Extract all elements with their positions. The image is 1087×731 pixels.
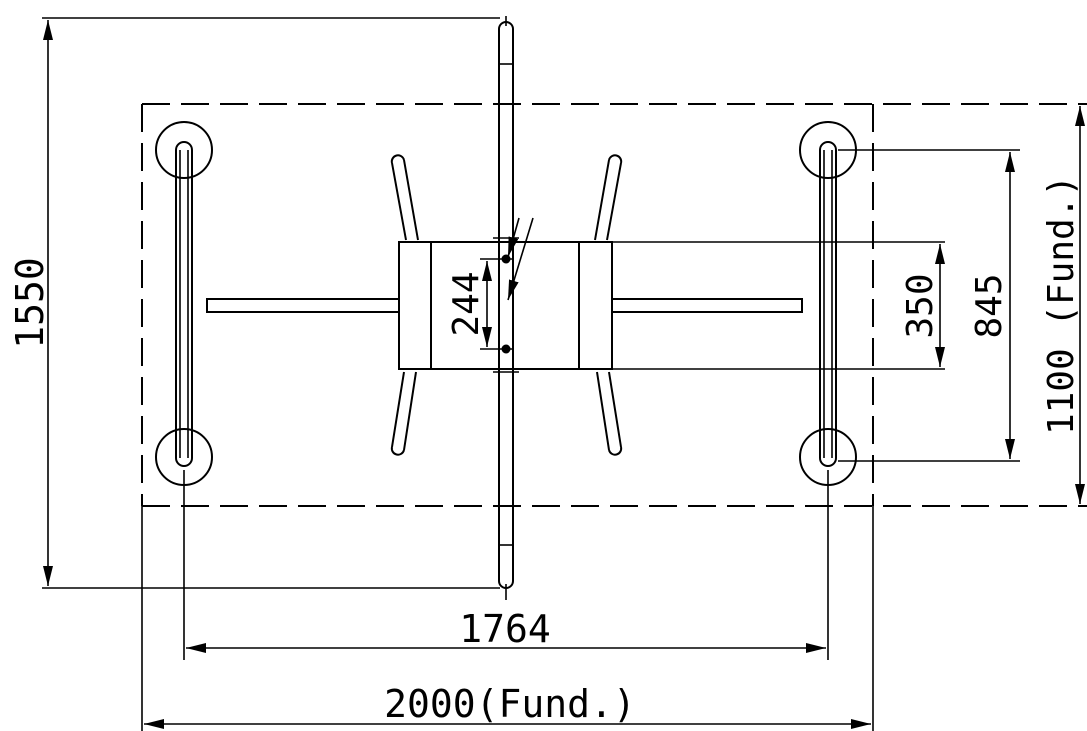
- foundation-outline: [141, 103, 1087, 507]
- diagonal-rotor-arms: [390, 154, 623, 456]
- dimension-total-height: 1550: [8, 20, 53, 586]
- central-housing: [398, 237, 613, 373]
- horizontal-rotor-arms: [206, 298, 803, 313]
- dimension-foundation-width: 2000(Fund.): [144, 682, 871, 729]
- dim-label-1550: 1550: [8, 257, 52, 349]
- right-handrail: [799, 121, 857, 486]
- dim-label-350: 350: [900, 273, 941, 338]
- dimension-foundation-depth: 1100 (Fund.): [1041, 106, 1085, 504]
- left-handrail: [155, 121, 213, 486]
- dimension-housing-width: 350: [900, 244, 945, 367]
- dim-label-2000: 2000(Fund.): [384, 682, 636, 726]
- extension-lines: [42, 17, 1020, 731]
- dimension-post-spacing-horizontal: 1764: [186, 607, 826, 653]
- dim-label-244: 244: [446, 271, 487, 336]
- dim-label-1100: 1100 (Fund.): [1041, 175, 1082, 435]
- dimension-bolt-spacing: 244: [446, 261, 492, 347]
- base-plate-icon: [155, 121, 213, 179]
- bolt-leaders: [507, 217, 534, 301]
- dim-label-1764: 1764: [459, 607, 551, 651]
- dim-label-845: 845: [969, 273, 1010, 338]
- vertical-rotor-arm: [498, 16, 514, 600]
- dimension-post-spacing-vertical: 845: [969, 152, 1015, 459]
